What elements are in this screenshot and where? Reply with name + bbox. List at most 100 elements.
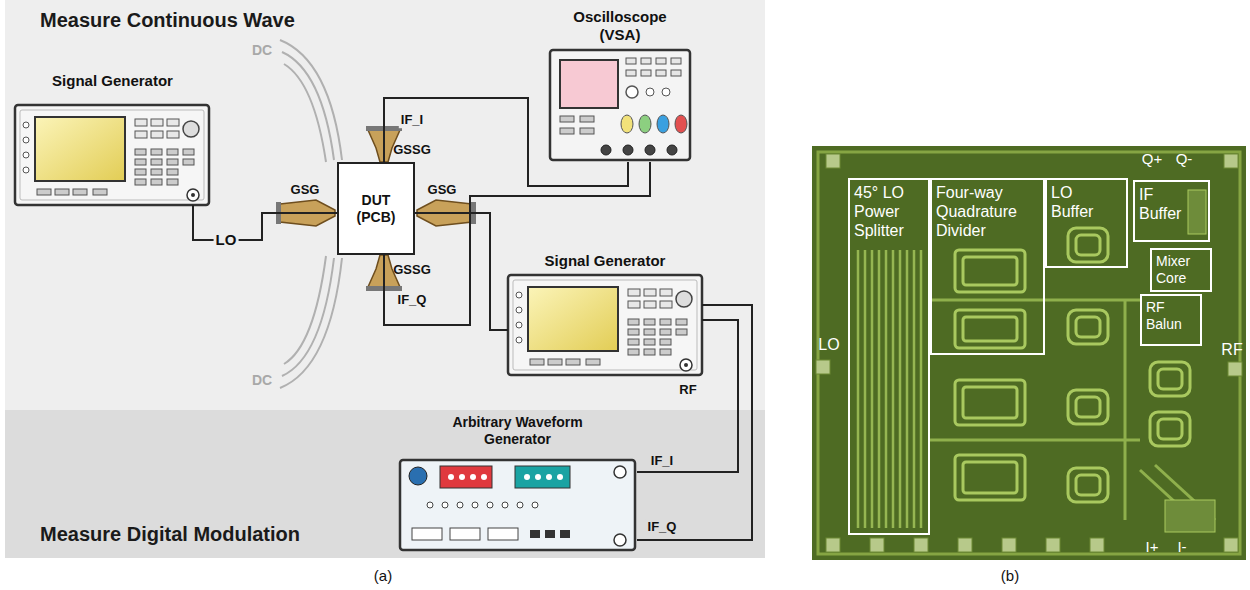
oscilloscope-illustration — [662, 88, 670, 96]
section-band: Measure Digital Modulation Arbitrary Wave… — [5, 410, 765, 558]
cable-label: IF_Q — [646, 519, 679, 535]
chip-block: IF Buffer — [1133, 180, 1210, 242]
die-photo — [1150, 412, 1190, 446]
die-photo — [920, 250, 923, 528]
die-photo — [816, 360, 830, 374]
oscilloscope-illustration — [657, 115, 669, 133]
oscilloscope-illustration — [550, 50, 690, 160]
section-band: Measure Continuous WaveSignal GeneratorO… — [5, 0, 765, 410]
die-photo — [1002, 538, 1016, 552]
section-heading: Measure Digital Modulation — [40, 522, 300, 546]
awg-illustration — [546, 474, 552, 480]
section-background — [5, 0, 765, 410]
awg-illustration — [560, 530, 570, 538]
instrument: Signal Generator — [15, 72, 210, 205]
awg-illustration — [487, 502, 493, 508]
probe-name: GSG — [291, 182, 320, 198]
awg-illustration — [448, 474, 454, 480]
awg-illustration — [557, 474, 563, 480]
chip-block: Mixer Core — [1150, 248, 1212, 292]
die-photo — [1150, 362, 1190, 396]
die-photo — [963, 387, 1017, 418]
oscilloscope-illustration — [656, 70, 666, 76]
panel-label: (a) — [374, 567, 392, 585]
die-photo — [906, 250, 909, 528]
chip-block: 45° LO Power Splitter — [848, 178, 930, 535]
awg-illustration — [427, 502, 433, 508]
die-photo — [930, 299, 1140, 302]
die-photo — [818, 152, 1240, 554]
die-photo — [955, 310, 1025, 348]
die-photo — [1158, 419, 1182, 439]
awg-illustration — [412, 528, 442, 540]
instrument-name: Arbitrary Waveform Generator — [433, 414, 603, 448]
die-photo — [958, 538, 972, 552]
die-photo — [892, 250, 895, 528]
awg-illustration — [524, 474, 530, 480]
die-photo — [878, 250, 881, 528]
die-photo — [914, 538, 928, 552]
cable — [637, 320, 738, 472]
probe-name: GSSG — [393, 142, 431, 158]
die-photo — [1224, 538, 1238, 552]
chip-block-name: 45° LO Power Splitter — [854, 183, 924, 241]
signal-generator-illustration — [15, 105, 209, 205]
die-photo — [913, 250, 916, 528]
chip-block-name: RF Balun — [1146, 299, 1196, 333]
oscilloscope-illustration — [623, 145, 633, 155]
awg-illustration — [515, 466, 570, 488]
die-photo — [1068, 228, 1108, 262]
awg-illustration — [517, 502, 523, 508]
die-photo — [1068, 310, 1108, 344]
cable-label: IF_I — [649, 453, 675, 469]
oscilloscope-illustration — [560, 60, 618, 108]
oscilloscope-illustration — [656, 58, 666, 64]
die-photo — [1165, 500, 1215, 532]
die-photo — [1068, 468, 1108, 502]
chip-block-name: Four-way Quadrature Divider — [936, 183, 1039, 241]
die-photo — [1046, 538, 1060, 552]
pin-name: I+ — [1146, 538, 1159, 556]
probe-name: GSG — [428, 182, 457, 198]
die-photo — [963, 317, 1017, 341]
oscilloscope-illustration — [675, 115, 687, 133]
oscilloscope-illustration — [626, 58, 636, 64]
oscilloscope-illustration — [671, 70, 681, 76]
die-photo — [1076, 397, 1100, 417]
cable-label: LO — [214, 231, 239, 249]
awg-illustration — [459, 474, 465, 480]
awg-illustration — [472, 502, 478, 508]
awg-illustration — [470, 474, 476, 480]
die-photo — [1124, 300, 1127, 520]
die-photo — [963, 462, 1017, 493]
die-photo — [963, 257, 1017, 285]
awg-illustration — [532, 502, 538, 508]
instrument-name: Signal Generator — [52, 72, 173, 90]
oscilloscope-illustration — [645, 145, 655, 155]
panel-label: (b) — [1001, 567, 1019, 585]
pin-name: RF — [1221, 340, 1242, 359]
die-photo — [1228, 362, 1242, 376]
die-photo — [885, 250, 888, 528]
cable — [384, 162, 650, 325]
die-photo — [857, 250, 860, 528]
die-photo — [1158, 369, 1182, 389]
oscilloscope-illustration — [639, 115, 651, 133]
chip-block: RF Balun — [1140, 294, 1202, 346]
oscilloscope-illustration — [626, 86, 638, 98]
awg-illustration — [457, 502, 463, 508]
awg-illustration — [614, 466, 626, 478]
dc-label: DC — [252, 42, 272, 59]
die-photo — [1188, 190, 1206, 234]
awg-illustration — [488, 528, 518, 540]
section-heading: Measure Continuous Wave — [40, 8, 295, 32]
probe-name: GSSG — [393, 262, 431, 278]
chip-block: LO Buffer — [1045, 178, 1128, 268]
awg-illustration — [481, 474, 487, 480]
die-photo — [1076, 235, 1100, 255]
die-photo — [1076, 475, 1100, 495]
die-photo — [858, 250, 921, 528]
probe-illustration — [276, 126, 476, 291]
